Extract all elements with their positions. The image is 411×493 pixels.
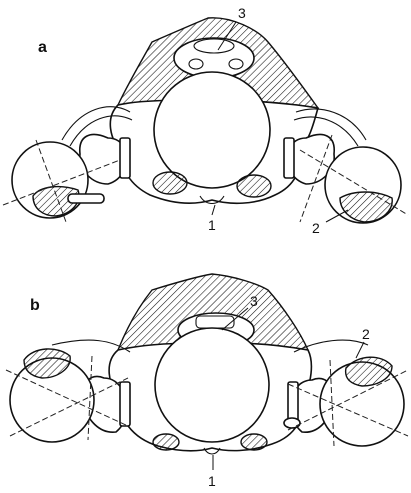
label-2: 2	[312, 220, 320, 236]
joint-plate-right	[284, 138, 294, 178]
label-3: 3	[238, 5, 246, 21]
leader-2	[356, 342, 364, 358]
hatched-spot	[241, 434, 267, 450]
joint-plate-left	[120, 138, 130, 178]
hatched-spot	[153, 172, 187, 194]
central-sphere	[154, 72, 270, 188]
label-2: 2	[362, 326, 370, 342]
label-1: 1	[208, 217, 216, 233]
leader-1	[212, 205, 215, 215]
panel-letter-a: a	[38, 39, 47, 56]
joint-ring-right	[284, 418, 300, 428]
hatched-spot	[237, 175, 271, 197]
central-sphere	[155, 328, 269, 442]
label-1: 1	[208, 473, 216, 489]
panel-b: b 3 2 1	[6, 274, 408, 489]
joint-plate-left	[120, 382, 130, 426]
hatched-spot	[153, 434, 179, 450]
panel-letter-b: b	[30, 297, 40, 314]
panel-a: a 3 1 2	[3, 5, 408, 236]
label-3: 3	[250, 293, 258, 309]
